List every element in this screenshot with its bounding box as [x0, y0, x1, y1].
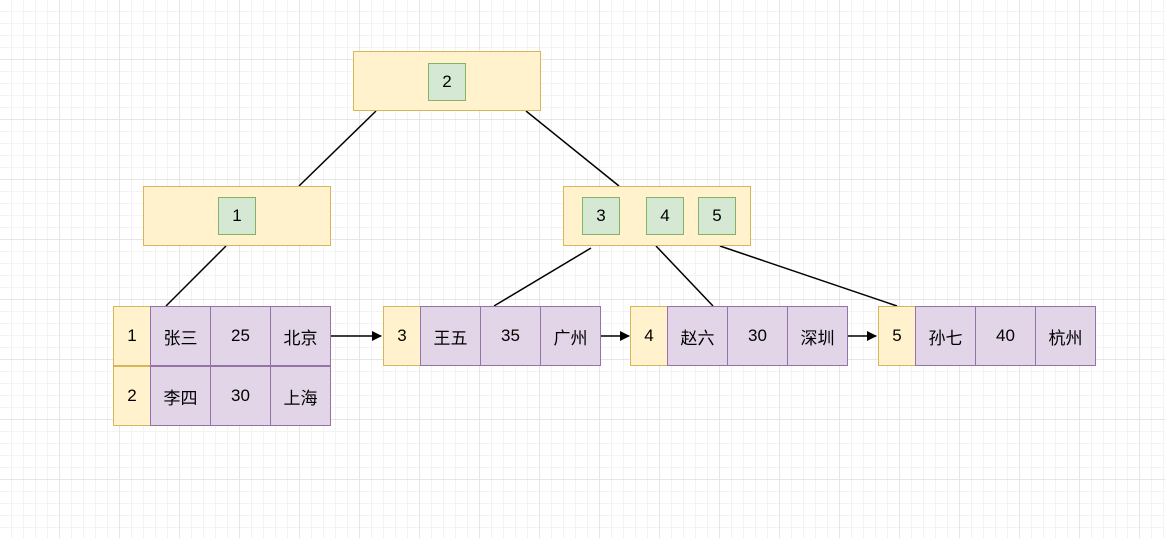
internal-node-left: 1 [143, 186, 331, 246]
leaf-0-row-0-id: 1 [113, 306, 151, 366]
leaf-1-row-0-id: 3 [383, 306, 421, 366]
leaf-3-row-0-id: 5 [878, 306, 916, 366]
leaf-0-row-1-name: 李四 [150, 366, 211, 426]
edge-internal-1-to-leaf-3 [719, 245, 898, 307]
edge-root-to-internal-1 [525, 110, 620, 187]
leaf-3-row-0-age: 40 [975, 306, 1036, 366]
internal-node-right: 3 4 5 [563, 186, 751, 246]
root-key: 2 [428, 63, 466, 101]
internal-right-key-2: 5 [698, 197, 736, 235]
leaf-1-row-0-age: 35 [480, 306, 541, 366]
edge-root-to-internal-0 [298, 110, 377, 187]
leaf-0-row-0-name: 张三 [150, 306, 211, 366]
internal-right-key-1: 4 [646, 197, 684, 235]
edge-internal-0-to-leaf-0 [165, 245, 227, 307]
leaf-2-row-0-city: 深圳 [787, 306, 848, 366]
leaf-2-row-0-age: 30 [727, 306, 788, 366]
leaf-3-row-0-name: 孙七 [915, 306, 976, 366]
leaf-2-row-0-name: 赵六 [667, 306, 728, 366]
leaf-3-row-0-city: 杭州 [1035, 306, 1096, 366]
leaf-1-row-0-name: 王五 [420, 306, 481, 366]
root-node: 2 [353, 51, 541, 111]
edge-internal-1-to-leaf-2 [655, 245, 714, 307]
leaf-0-row-1-city: 上海 [270, 366, 331, 426]
leaf-1-row-0-city: 广州 [540, 306, 601, 366]
leaf-0-row-0-city: 北京 [270, 306, 331, 366]
edge-internal-1-to-leaf-1 [493, 247, 592, 307]
leaf-0-row-1-age: 30 [210, 366, 271, 426]
leaf-0-row-0-age: 25 [210, 306, 271, 366]
internal-left-key-0: 1 [218, 197, 256, 235]
leaf-0-row-1-id: 2 [113, 366, 151, 426]
internal-right-key-0: 3 [582, 197, 620, 235]
leaf-2-row-0-id: 4 [630, 306, 668, 366]
